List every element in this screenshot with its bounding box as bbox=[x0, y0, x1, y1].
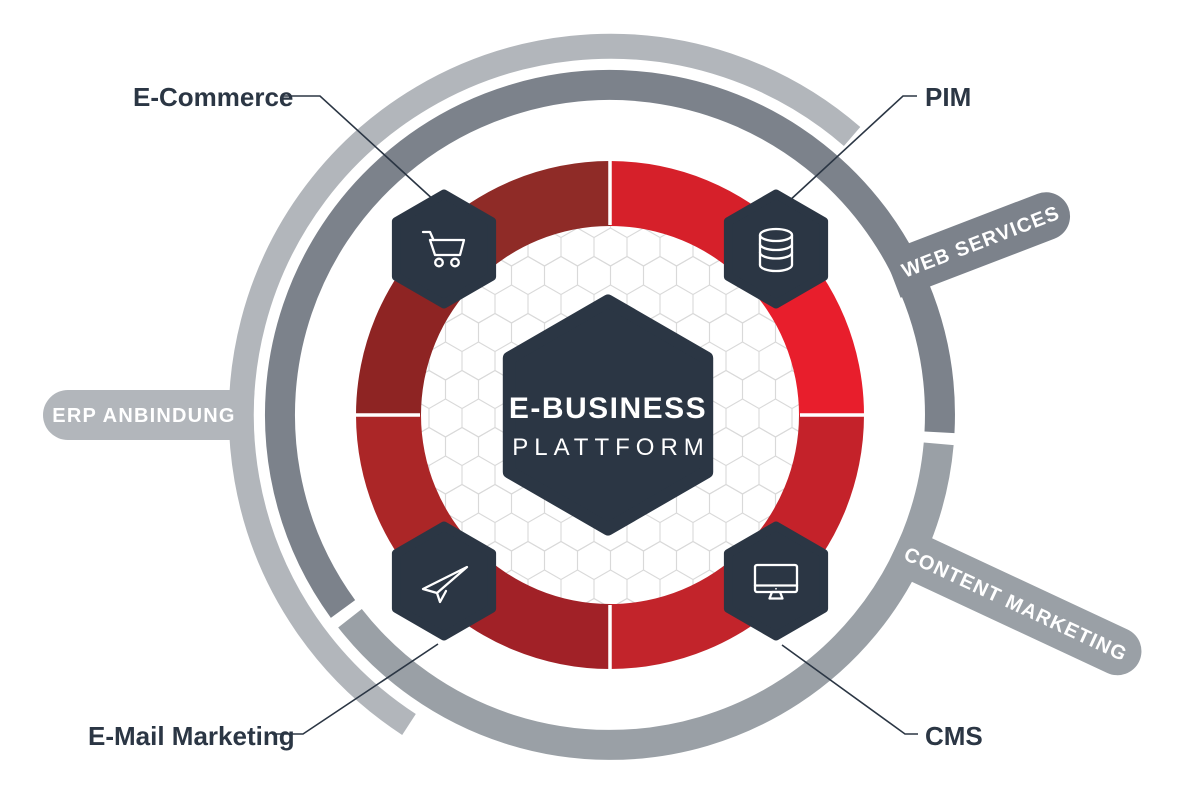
center-subtitle: PLATTFORM bbox=[512, 434, 710, 461]
cms-hexagon bbox=[723, 521, 829, 641]
erp-banner-label: ERP ANBINDUNG bbox=[52, 405, 235, 427]
database-icon bbox=[758, 227, 794, 273]
ecommerce-connector bbox=[283, 95, 449, 214]
outer-light-arc bbox=[228, 33, 861, 735]
paper-plane-icon bbox=[421, 565, 469, 604]
email-connector bbox=[272, 643, 439, 735]
center-title: E-BUSINESS bbox=[509, 392, 707, 425]
web-services-banner-pill bbox=[883, 192, 1071, 298]
erp-banner-pill bbox=[43, 390, 243, 440]
ecommerce-hexagon bbox=[391, 189, 497, 309]
ecommerce-label: E-Commerce bbox=[133, 82, 293, 112]
cart-icon bbox=[421, 230, 466, 268]
center-hexagon: E-BUSINESS PLATTFORM bbox=[502, 294, 714, 536]
web-services-banner: WEB SERVICES bbox=[883, 192, 1071, 298]
pim-label: PIM bbox=[925, 82, 971, 112]
pim-hexagon bbox=[723, 189, 829, 309]
pim-connector bbox=[787, 95, 917, 203]
erp-banner: ERP ANBINDUNG bbox=[43, 390, 243, 440]
cms-connector bbox=[781, 644, 918, 735]
email-label: E-Mail Marketing bbox=[88, 721, 295, 751]
content-marketing-banner-pill bbox=[885, 525, 1142, 676]
content-marketing-banner-label: CONTENT MARKETING bbox=[900, 543, 1130, 666]
email-hexagon bbox=[391, 521, 497, 641]
content-marketing-banner: CONTENT MARKETING bbox=[885, 525, 1142, 676]
cms-label: CMS bbox=[925, 721, 983, 751]
monitor-icon bbox=[753, 563, 799, 600]
inner-dark-arc bbox=[264, 70, 955, 618]
